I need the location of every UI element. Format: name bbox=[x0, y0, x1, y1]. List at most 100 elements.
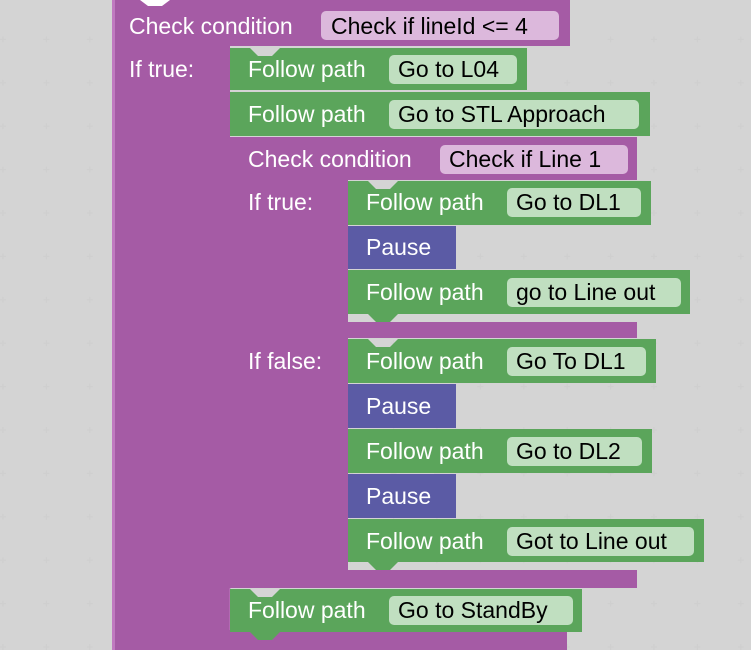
grid-plus-mark bbox=[737, 123, 744, 130]
outer-path-block-2[interactable]: Follow path Go to STL Approach bbox=[230, 92, 650, 136]
grid-plus-mark bbox=[477, 383, 484, 390]
inner-false-pause-1-label: Pause bbox=[366, 393, 431, 419]
grid-plus-mark bbox=[737, 557, 744, 564]
grid-plus-mark bbox=[0, 166, 6, 173]
grid-plus-mark bbox=[86, 513, 93, 520]
inner-true-path-1-label: Follow path bbox=[366, 189, 484, 215]
grid-plus-mark bbox=[43, 427, 50, 433]
inner-condition-field[interactable]: Check if Line 1 bbox=[449, 146, 601, 172]
grid-plus-mark bbox=[86, 253, 93, 260]
grid-plus-mark bbox=[651, 36, 657, 43]
grid-plus-mark bbox=[86, 340, 93, 347]
outer-path-2-label: Follow path bbox=[248, 101, 366, 127]
inner-if-true-label: If true: bbox=[248, 189, 313, 215]
outer-condition-field[interactable]: Check if lineId <= 4 bbox=[331, 13, 528, 39]
grid-plus-mark bbox=[43, 166, 50, 173]
grid-plus-mark bbox=[477, 513, 484, 520]
grid-plus-mark bbox=[651, 253, 657, 260]
inner-false-pause-block-2[interactable]: Pause bbox=[348, 474, 456, 518]
grid-plus-mark bbox=[694, 166, 701, 173]
grid-plus-mark bbox=[694, 427, 701, 433]
grid-plus-mark bbox=[651, 210, 657, 216]
grid-plus-mark bbox=[86, 166, 93, 173]
grid-plus-mark bbox=[43, 600, 50, 607]
grid-plus-mark bbox=[607, 513, 614, 520]
standby-path-field[interactable]: Go to StandBy bbox=[398, 597, 548, 623]
grid-plus-mark bbox=[0, 123, 6, 130]
grid-plus-mark bbox=[43, 470, 50, 477]
grid-plus-mark bbox=[694, 470, 701, 477]
grid-plus-mark bbox=[651, 79, 657, 86]
inner-false-pause-block-1[interactable]: Pause bbox=[348, 384, 456, 428]
grid-plus-mark bbox=[0, 427, 6, 433]
inner-true-pause-label: Pause bbox=[366, 234, 431, 260]
standby-path-block[interactable]: Follow path Go to StandBy bbox=[230, 589, 582, 640]
grid-plus-mark bbox=[607, 36, 614, 43]
inner-false-path-2-field[interactable]: Go to DL2 bbox=[516, 438, 621, 464]
grid-plus-mark bbox=[737, 427, 744, 433]
inner-true-path-2-field[interactable]: go to Line out bbox=[516, 279, 656, 305]
inner-true-path-2-label: Follow path bbox=[366, 279, 484, 305]
grid-plus-mark bbox=[477, 253, 484, 260]
grid-plus-mark bbox=[43, 383, 50, 390]
grid-plus-mark bbox=[607, 600, 614, 607]
grid-plus-mark bbox=[43, 79, 50, 86]
grid-plus-mark bbox=[737, 470, 744, 477]
inner-false-path-block-3[interactable]: Follow path Got to Line out bbox=[348, 519, 704, 570]
grid-plus-mark bbox=[43, 36, 50, 43]
grid-plus-mark bbox=[564, 253, 571, 260]
outer-path-2-field[interactable]: Go to STL Approach bbox=[398, 101, 606, 127]
inner-condition-block[interactable]: Check condition Check if Line 1 If true:… bbox=[230, 137, 637, 588]
inner-false-path-1-field[interactable]: Go To DL1 bbox=[516, 348, 626, 374]
grid-plus-mark bbox=[43, 123, 50, 130]
grid-plus-mark bbox=[0, 36, 6, 43]
standby-path-label: Follow path bbox=[248, 597, 366, 623]
inner-if-false-label: If false: bbox=[248, 348, 322, 374]
inner-false-path-block-2[interactable]: Follow path Go to DL2 bbox=[348, 429, 652, 473]
inner-true-pause-block[interactable]: Pause bbox=[348, 226, 456, 269]
grid-plus-mark bbox=[43, 296, 50, 303]
inner-true-path-block-1[interactable]: Follow path Go to DL1 bbox=[348, 181, 651, 225]
grid-plus-mark bbox=[694, 296, 701, 303]
grid-plus-mark bbox=[737, 79, 744, 86]
grid-plus-mark bbox=[0, 210, 6, 216]
grid-plus-mark bbox=[737, 166, 744, 173]
outer-if-true-label: If true: bbox=[129, 56, 194, 82]
grid-plus-mark bbox=[694, 210, 701, 216]
grid-plus-mark bbox=[737, 644, 744, 650]
grid-plus-mark bbox=[0, 383, 6, 390]
grid-plus-mark bbox=[694, 79, 701, 86]
grid-plus-mark bbox=[0, 470, 6, 477]
outer-path-1-field[interactable]: Go to L04 bbox=[398, 56, 499, 82]
inner-false-pause-2-label: Pause bbox=[366, 483, 431, 509]
grid-plus-mark bbox=[86, 644, 93, 650]
grid-plus-mark bbox=[737, 296, 744, 303]
outer-condition-block[interactable]: Check condition Check if lineId <= 4 If … bbox=[112, 0, 570, 650]
grid-plus-mark bbox=[651, 166, 657, 173]
grid-plus-mark bbox=[86, 79, 93, 86]
inner-false-path-3-field[interactable]: Got to Line out bbox=[516, 528, 667, 554]
grid-plus-mark bbox=[607, 383, 614, 390]
grid-plus-mark bbox=[737, 253, 744, 260]
inner-false-path-block-1[interactable]: Follow path Go To DL1 bbox=[348, 339, 656, 383]
grid-plus-mark bbox=[0, 557, 6, 564]
grid-plus-mark bbox=[651, 644, 657, 650]
outer-condition-field-bg[interactable] bbox=[321, 11, 559, 40]
grid-plus-mark bbox=[0, 513, 6, 520]
grid-plus-mark bbox=[694, 383, 701, 390]
grid-plus-mark bbox=[520, 253, 527, 260]
inner-false-path-3-label: Follow path bbox=[366, 528, 484, 554]
grid-plus-mark bbox=[607, 644, 614, 650]
grid-plus-mark bbox=[737, 340, 744, 347]
grid-plus-mark bbox=[86, 557, 93, 564]
inner-true-path-1-field[interactable]: Go to DL1 bbox=[516, 189, 621, 215]
inner-true-path-block-2[interactable]: Follow path go to Line out bbox=[348, 270, 690, 322]
grid-plus-mark bbox=[43, 253, 50, 260]
grid-plus-mark bbox=[520, 383, 527, 390]
grid-plus-mark bbox=[520, 513, 527, 520]
outer-path-block-1[interactable]: Follow path Go to L04 bbox=[230, 48, 527, 90]
grid-plus-mark bbox=[651, 513, 657, 520]
grid-plus-mark bbox=[0, 296, 6, 303]
grid-plus-mark bbox=[694, 123, 701, 130]
